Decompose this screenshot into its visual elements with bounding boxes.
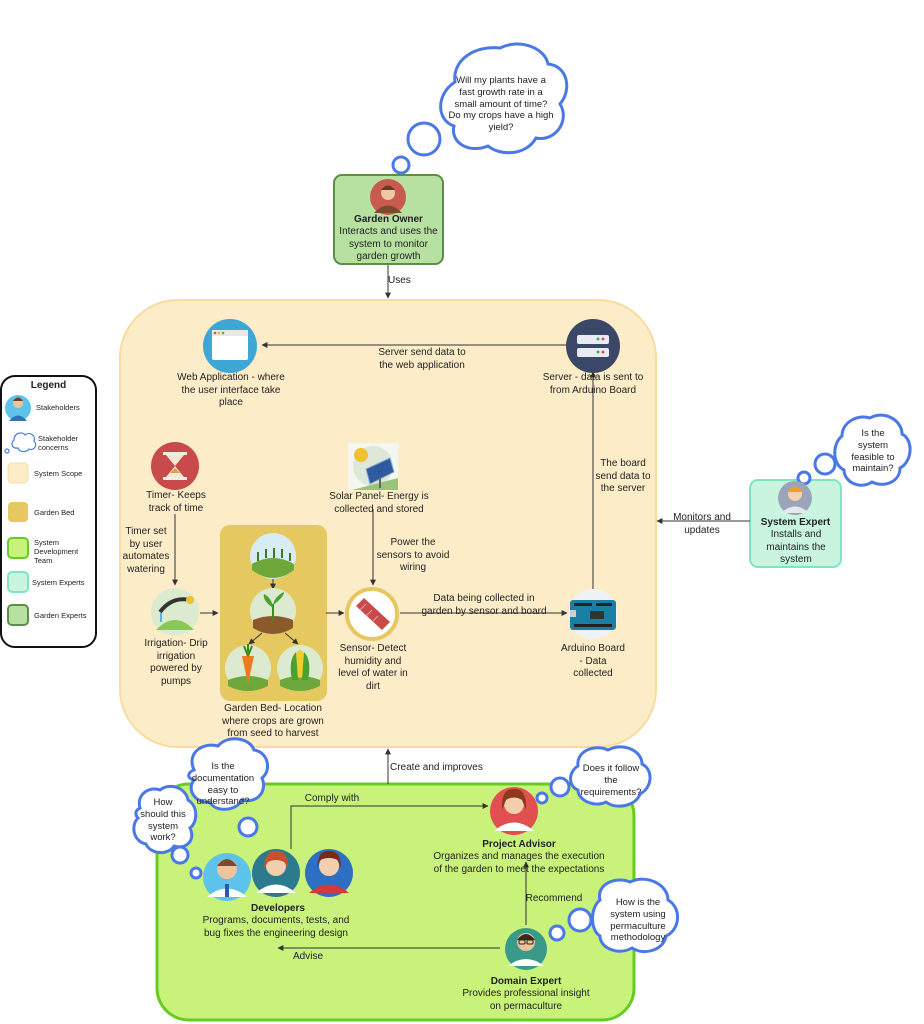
monitors-label: Monitors and updates bbox=[673, 512, 731, 536]
sensor-to-board-label: Data being collected in garden by sensor… bbox=[421, 593, 547, 617]
legend-person-icon bbox=[5, 395, 31, 421]
legend-swatch-bed bbox=[8, 502, 28, 522]
arduino-label: Arduino Board - Data collected bbox=[561, 643, 625, 679]
irrigation-icon bbox=[151, 588, 199, 636]
developer-avatar-2 bbox=[252, 849, 300, 897]
domain-expert-title: Domain Expert bbox=[490, 976, 562, 987]
system-expert-avatar bbox=[778, 481, 812, 515]
cloud-perm bbox=[548, 877, 679, 953]
doc-concern: Is the documentation easy to understand? bbox=[191, 761, 255, 808]
timer-label: Timer- Keeps track of time bbox=[146, 490, 206, 514]
legend-swatch-system-expert bbox=[7, 571, 29, 593]
how-concern: How should this system work? bbox=[140, 797, 186, 844]
developers-title: Developers bbox=[251, 903, 305, 914]
garden-owner-desc: Interacts and uses the system to monitor… bbox=[339, 226, 438, 262]
create-label: Create and improves bbox=[390, 762, 483, 773]
perm-concern: How is the system using permaculture met… bbox=[610, 897, 666, 944]
system-expert-title: System Expert bbox=[760, 517, 831, 528]
legend-swatch-scope bbox=[7, 462, 29, 484]
sensor-icon bbox=[345, 587, 399, 641]
legend-title: Legend bbox=[30, 380, 67, 391]
advisor-desc: Organizes and manages the execution of t… bbox=[433, 851, 605, 875]
req-concern: Does it follow the requirements? bbox=[580, 763, 642, 798]
solar-to-sensor-label: Power the sensors to avoid wiring bbox=[376, 537, 450, 573]
developer-avatar-1 bbox=[203, 853, 251, 901]
system-expert-concern: Is the system feasible to maintain? bbox=[851, 428, 895, 475]
developer-avatar-3 bbox=[305, 849, 353, 897]
legend-label-stakeholders: Stakeholders bbox=[36, 403, 80, 412]
advisor-title: Project Advisor bbox=[482, 839, 556, 850]
bed-flow-2 bbox=[248, 632, 263, 645]
garden-owner-box bbox=[333, 174, 444, 265]
legend-label-system-experts: System Experts bbox=[32, 578, 85, 587]
comply-arrow bbox=[290, 803, 489, 849]
cloud-how bbox=[132, 784, 203, 880]
timer-icon bbox=[151, 442, 199, 490]
garden-bed-corn-icon bbox=[277, 645, 323, 691]
cloud-req bbox=[535, 745, 652, 808]
web-app-label: Web Application - where the user interfa… bbox=[177, 372, 285, 408]
cloud-system-expert bbox=[796, 413, 912, 487]
arduino-icon bbox=[568, 589, 618, 639]
garden-owner-title: Garden Owner bbox=[354, 214, 423, 225]
sensor-label: Sensor- Detect humidity and level of wat… bbox=[338, 643, 408, 692]
board-to-server-label: The board send data to the server bbox=[595, 458, 651, 494]
legend-label-bed: Garden Bed bbox=[34, 508, 75, 517]
timer-to-irrigation-label: Timer set by user automates watering bbox=[122, 526, 170, 575]
garden-bed-sprout-icon bbox=[250, 588, 296, 634]
server-label: Server - data is sent to from Arduino Bo… bbox=[542, 372, 644, 396]
irrigation-label: Irrigation- Drip irrigation powered by p… bbox=[144, 638, 208, 687]
solar-label: Solar Panel- Energy is collected and sto… bbox=[329, 491, 429, 515]
server-to-web-label: Server send data to the web application bbox=[378, 347, 466, 371]
legend-swatch-garden-expert bbox=[7, 604, 29, 626]
legend-label-garden-experts: Garden Experts bbox=[34, 611, 87, 620]
bed-flow-3 bbox=[284, 632, 299, 645]
cloud-doc bbox=[187, 737, 270, 838]
domain-expert-desc: Provides professional insight on permacu… bbox=[462, 988, 590, 1012]
legend-label-dev: System Development Team bbox=[34, 538, 79, 565]
system-expert-box bbox=[749, 479, 842, 568]
legend-label-concerns: Stakeholder concerns bbox=[38, 434, 79, 452]
comply-label: Comply with bbox=[304, 793, 360, 804]
project-advisor-avatar bbox=[490, 787, 538, 835]
cloud-owner bbox=[391, 42, 569, 175]
garden-bed-sky-icon bbox=[250, 533, 296, 579]
developers-desc: Programs, documents, tests, and bug fixe… bbox=[202, 915, 350, 939]
recommend-label: Recommend bbox=[525, 893, 583, 904]
legend-label-scope: System Scope bbox=[34, 469, 83, 478]
garden-owner-concern: Will my plants have a fast growth rate i… bbox=[448, 75, 554, 134]
garden-bed-label: Garden Bed- Location where crops are gro… bbox=[222, 703, 324, 739]
garden-owner-avatar bbox=[370, 179, 406, 215]
domain-expert-avatar bbox=[505, 928, 547, 970]
server-icon bbox=[566, 319, 620, 373]
garden-bed-carrot-icon bbox=[225, 644, 271, 691]
solar-panel-icon bbox=[348, 443, 398, 490]
system-expert-desc: Installs and maintains the system bbox=[766, 529, 826, 565]
web-app-icon bbox=[203, 319, 257, 373]
uses-label: Uses bbox=[388, 275, 411, 286]
advise-label: Advise bbox=[292, 951, 323, 962]
connectors bbox=[172, 265, 750, 951]
legend-cloud-icon bbox=[4, 432, 37, 454]
legend-swatch-dev bbox=[7, 537, 29, 559]
